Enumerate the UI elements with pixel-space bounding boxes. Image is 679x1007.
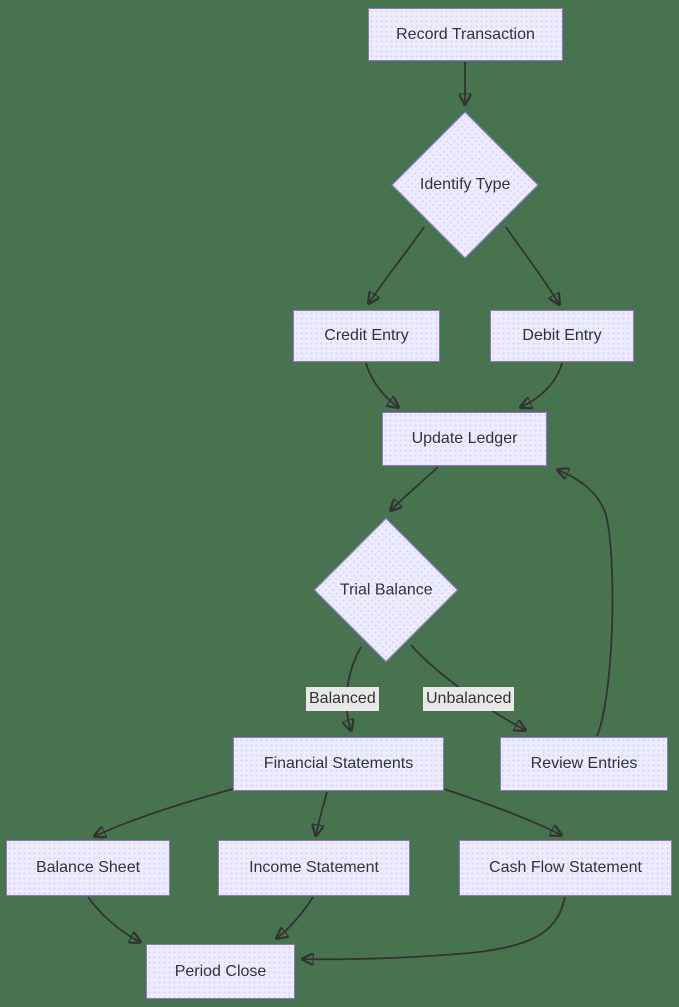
node-record-transaction-label: Record Transaction [396,25,535,43]
node-identify-type-label: Identify Type [419,176,511,193]
edge-credit-entry-to-update-ledger [365,362,398,407]
node-debit-entry-label: Debit Entry [522,327,602,344]
node-period-close: Period Close [146,944,295,999]
node-balance-sheet: Balance Sheet [6,840,170,896]
node-identify-type: Identify Type [391,111,539,259]
node-balance-sheet-label: Balance Sheet [35,859,141,876]
node-income-statement: Income Statement [218,840,410,896]
node-period-close-label: Period Close [174,962,267,980]
edge-debit-entry-to-update-ledger [521,362,563,407]
node-trial-balance-label: Trial Balance [339,581,433,598]
node-credit-entry: Credit Entry [293,310,440,362]
edge-identify-type-to-debit-entry [505,226,559,304]
edge-income-statement-to-period-close [277,896,314,938]
node-credit-entry-label: Credit Entry [324,327,409,344]
node-trial-balance: Trial Balance [313,517,459,663]
edge-review-entries-to-update-ledger [558,470,614,737]
edge-identify-type-to-credit-entry [369,226,425,303]
node-update-ledger: Update Ledger [382,412,547,466]
node-record-transaction: Record Transaction [368,8,563,61]
node-update-ledger-label: Update Ledger [411,430,518,447]
edge-financial-statements-to-balance-sheet [95,788,234,836]
node-financial-statements-label: Financial Statements [263,755,414,772]
node-cash-flow-statement: Cash Flow Statement [459,840,672,896]
edge-label-unbalanced: Unbalanced [423,687,515,711]
edge-update-ledger-to-trial-balance [391,466,439,510]
edge-balance-sheet-to-period-close [87,896,140,942]
node-review-entries-label: Review Entries [530,755,638,772]
edge-label-balanced: Balanced [306,687,379,711]
node-financial-statements: Financial Statements [233,737,444,791]
edge-financial-statements-to-cash-flow-statement [443,788,561,835]
node-cash-flow-statement-label: Cash Flow Statement [489,859,642,876]
node-debit-entry: Debit Entry [490,310,634,362]
node-review-entries: Review Entries [500,737,668,791]
node-income-statement-label: Income Statement [249,859,379,876]
edge-cash-flow-statement-to-period-close [303,896,566,959]
edge-financial-statements-to-income-statement [316,791,328,835]
